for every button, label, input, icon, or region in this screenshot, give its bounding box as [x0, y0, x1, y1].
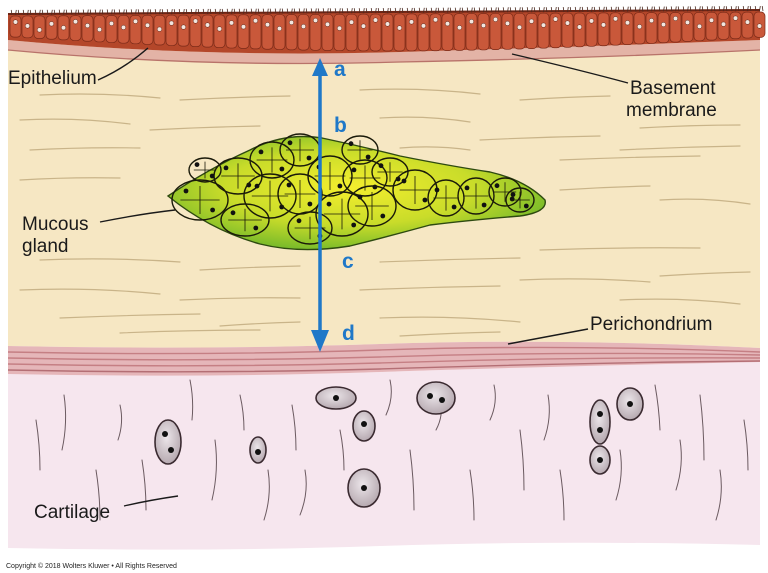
- basement-membrane: [7, 40, 761, 65]
- label-basement: Basement: [630, 78, 716, 99]
- epithelium-layer: [7, 5, 766, 54]
- marker-a: a: [334, 58, 346, 81]
- mucous-gland: [166, 133, 546, 251]
- label-membrane: membrane: [626, 100, 717, 121]
- label-mucous: Mucous: [22, 214, 89, 235]
- label-epithelium: Epithelium: [8, 68, 97, 89]
- leader-lines: [97, 47, 629, 507]
- marker-c: c: [342, 250, 354, 273]
- label-cartilage: Cartilage: [34, 502, 110, 523]
- label-gland: gland: [22, 236, 69, 257]
- depth-arrow: [311, 58, 329, 352]
- marker-b: b: [334, 114, 347, 137]
- copyright-notice: Copyright © 2018 Wolters Kluwer • All Ri…: [6, 562, 177, 570]
- label-perichondrium: Perichondrium: [590, 314, 713, 335]
- cartilage-region: [8, 360, 760, 550]
- chondrocytes: [154, 381, 644, 508]
- perichondrium-layer: [7, 341, 761, 376]
- marker-d: d: [342, 322, 355, 345]
